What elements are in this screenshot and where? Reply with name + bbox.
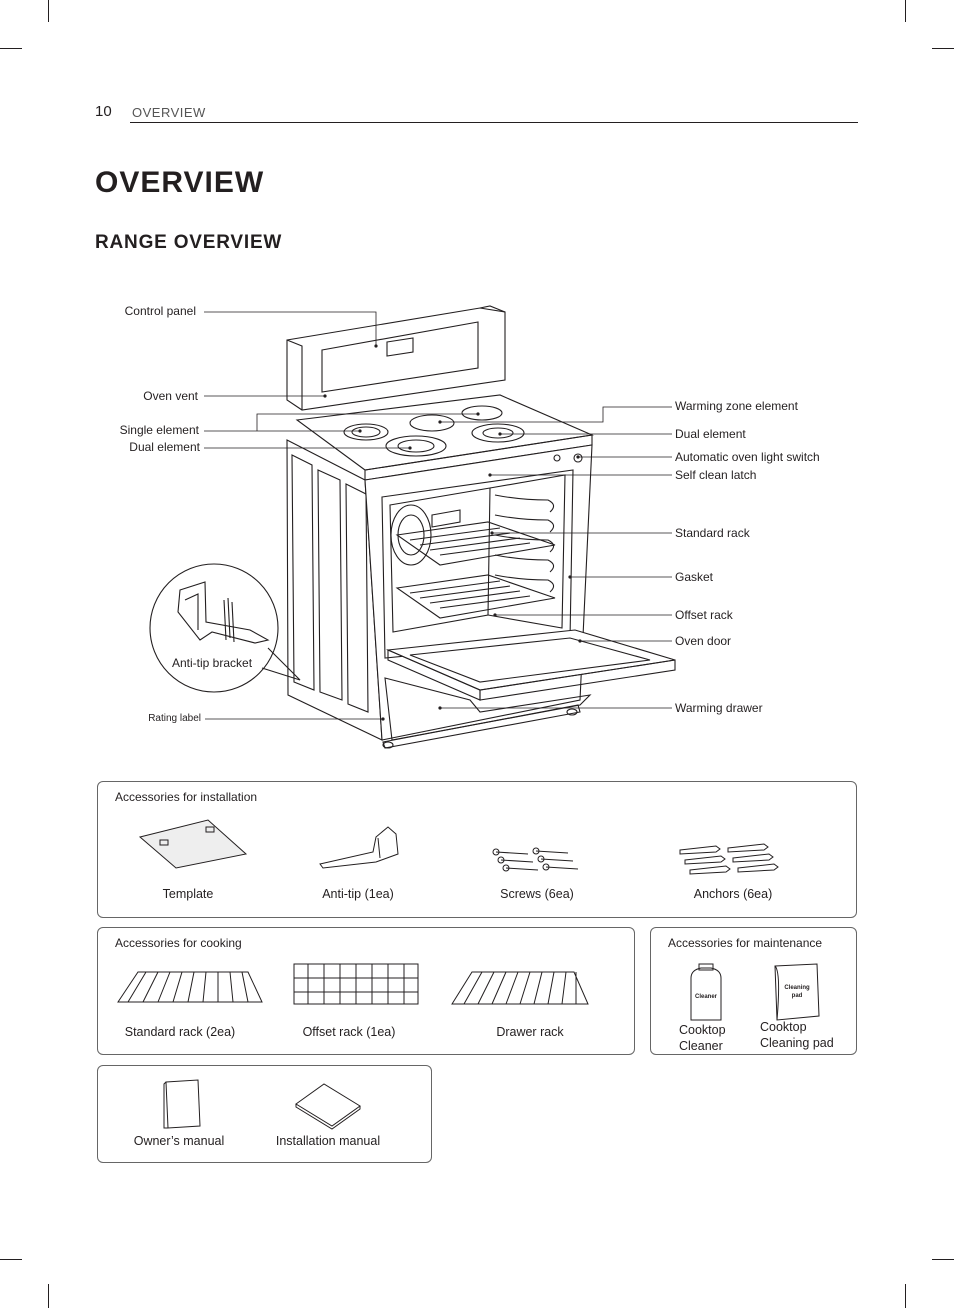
- accessory-template: Template: [162, 887, 214, 901]
- cooking-accessories-art: [117, 963, 589, 1005]
- crop-mark: [48, 0, 49, 22]
- page-title: OVERVIEW: [95, 166, 265, 199]
- cleaning-pad-pouch-label: Cleaning pad: [784, 985, 810, 999]
- maintenance-accessories-art: [690, 963, 820, 1021]
- range-illustration: [149, 305, 676, 749]
- crop-mark: [905, 0, 906, 22]
- accessory-offset-rack: Offset rack (1ea): [302, 1025, 396, 1039]
- callout-self-clean-latch: Self clean latch: [675, 468, 757, 482]
- callout-warming-zone-element: Warming zone element: [675, 399, 798, 413]
- running-header: OVERVIEW: [132, 105, 206, 120]
- page-number: 10: [95, 103, 112, 120]
- accessory-owners-manual: Owner’s manual: [133, 1134, 225, 1148]
- callout-offset-rack: Offset rack: [675, 608, 733, 622]
- cooking-accessories-box: Accessories for cooking Standard rack (2…: [97, 927, 635, 1055]
- callout-gasket: Gasket: [675, 570, 714, 584]
- manuals-art: [163, 1079, 361, 1130]
- callout-warming-drawer: Warming drawer: [675, 701, 763, 715]
- cleaner-bottle-label: Cleaner: [694, 994, 717, 1000]
- manuals-box: Owner’s manual Installation manual: [97, 1065, 432, 1163]
- crop-mark: [932, 48, 954, 49]
- accessory-anchors: Anchors (6ea): [693, 887, 773, 901]
- accessory-anti-tip: Anti-tip (1ea): [322, 887, 394, 901]
- callout-automatic-oven-light-switch: Automatic oven light switch: [675, 450, 820, 464]
- accessory-cooktop-cleaner-line1: Cooktop: [679, 1023, 726, 1037]
- accessory-screws: Screws (6ea): [500, 887, 574, 901]
- crop-mark: [905, 1284, 906, 1308]
- accessory-installation-manual: Installation manual: [275, 1134, 381, 1148]
- callout-control-panel: Control panel: [124, 304, 196, 318]
- maintenance-accessories-title: Accessories for maintenance: [668, 936, 823, 950]
- callout-anti-tip-bracket: Anti-tip bracket: [172, 656, 253, 670]
- accessory-cleaning-pad-line1: Cooktop: [760, 1020, 807, 1034]
- accessory-standard-rack: Standard rack (2ea): [124, 1025, 236, 1039]
- callout-single-element: Single element: [119, 423, 199, 437]
- maintenance-accessories-box: Accessories for maintenance Cleaner Clea…: [650, 927, 857, 1055]
- accessory-cooktop-cleaner-line2: Cleaner: [679, 1039, 723, 1053]
- callout-dual-element-right: Dual element: [675, 427, 746, 441]
- installation-accessories-title: Accessories for installation: [115, 790, 258, 804]
- callout-standard-rack: Standard rack: [675, 526, 750, 540]
- installation-accessories-box: Accessories for installation: [97, 781, 857, 918]
- accessory-drawer-rack: Drawer rack: [496, 1025, 564, 1039]
- callout-rating-label: Rating label: [148, 713, 201, 724]
- callout-oven-vent: Oven vent: [143, 389, 198, 403]
- installation-accessories-art: [138, 819, 779, 875]
- crop-mark: [0, 48, 22, 49]
- header-rule: [130, 122, 858, 123]
- callout-dual-element-left: Dual element: [129, 440, 200, 454]
- crop-mark: [0, 1259, 22, 1260]
- callout-oven-door: Oven door: [675, 634, 732, 648]
- crop-mark: [48, 1284, 49, 1308]
- cooking-accessories-title: Accessories for cooking: [115, 936, 242, 950]
- crop-mark: [932, 1259, 954, 1260]
- accessory-cleaning-pad-line2: Cleaning pad: [760, 1036, 834, 1050]
- section-subtitle: RANGE OVERVIEW: [95, 232, 283, 253]
